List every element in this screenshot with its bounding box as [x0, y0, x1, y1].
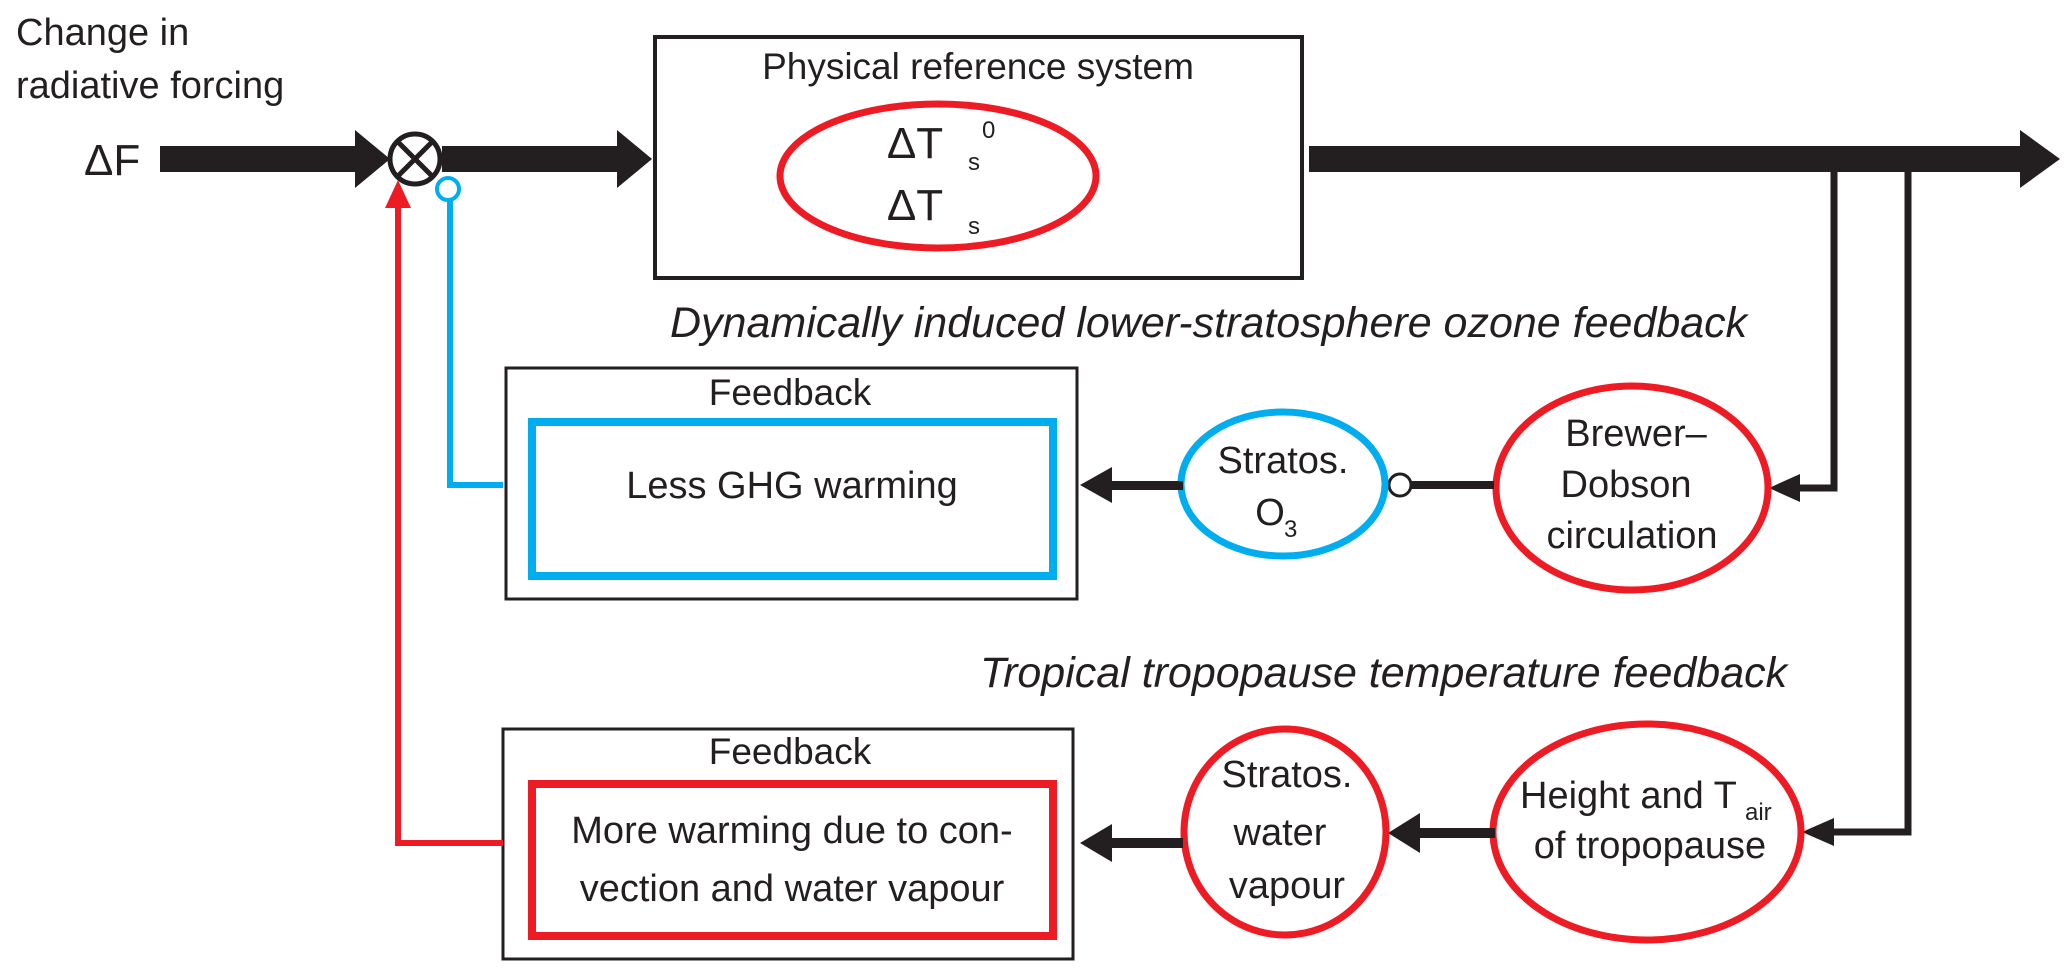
ozone-loop-label: Dynamically induced lower-stratosphere o… — [670, 299, 1750, 347]
ozone-to-feedback-arrowhead — [1080, 467, 1112, 503]
tropopause-branch-arrowhead — [1802, 818, 1834, 846]
stratospheric-ozone-line2: O — [1255, 492, 1285, 534]
summing-junction-icon — [387, 131, 443, 187]
ozone-feedback-box — [504, 366, 1079, 601]
brewer-dobson-line3: circulation — [1546, 515, 1717, 557]
stratospheric-ozone-line1: Stratos. — [1218, 440, 1349, 482]
tropopause-branch-line — [1834, 172, 1912, 836]
vapour-to-feedback-arrowhead — [1080, 824, 1112, 862]
tropopause-to-vapour-arrowhead — [1388, 813, 1420, 853]
brewer-dobson-node — [1492, 382, 1772, 594]
more-warming-line1: More warming due to con- — [571, 810, 1012, 852]
input-caption-line2: radiative forcing — [16, 65, 284, 107]
water-vapour-line3: vapour — [1229, 865, 1346, 907]
negative-link-icon — [1387, 472, 1413, 498]
tropopause-subscript: air — [1745, 799, 1772, 826]
delta-ts-symbol: ΔT — [887, 181, 943, 230]
water-vapour-node — [1180, 725, 1390, 939]
tropopause-to-vapour-line — [1415, 828, 1495, 838]
ozone-feedback-title: Feedback — [709, 372, 872, 413]
tropopause-loop-label: Tropical tropopause temperature feedback — [980, 649, 1790, 697]
ozone-branch-line — [1800, 172, 1838, 492]
negative-feedback-terminal-icon — [435, 176, 461, 202]
to-reference-arrow — [442, 130, 652, 188]
delta-ts0-symbol: ΔT — [887, 119, 943, 168]
surface-temperature-node — [776, 100, 1100, 252]
ozone-branch-arrowhead — [1769, 474, 1800, 502]
delta-ts-subscript: s — [968, 213, 980, 240]
delta-f-symbol: ΔF — [84, 136, 140, 185]
delta-ts0-subscript: s — [968, 149, 980, 176]
tropopause-line2: of tropopause — [1534, 825, 1766, 867]
more-warming-line2: vection and water vapour — [580, 868, 1005, 910]
delta-ts0-superscript: 0 — [982, 117, 995, 144]
input-caption-line1: Change in — [16, 12, 189, 54]
tropopause-line1: Height and T — [1520, 775, 1737, 817]
more-warming-box — [528, 780, 1057, 940]
reference-system-box — [653, 35, 1304, 280]
less-ghg-warming-box — [528, 418, 1057, 580]
positive-feedback-arrowhead — [385, 180, 411, 208]
input-arrow — [160, 130, 390, 188]
stratospheric-ozone-node — [1177, 408, 1389, 560]
vapour-to-feedback-line — [1110, 838, 1183, 848]
brewer-dobson-line2: Dobson — [1561, 464, 1692, 506]
less-ghg-warming-text: Less GHG warming — [626, 465, 958, 507]
water-vapour-line2: water — [1233, 812, 1327, 854]
tropopause-feedback-title: Feedback — [709, 731, 872, 772]
ozone-to-feedback-line — [1110, 481, 1183, 490]
brewer-dobson-line1: Brewer– — [1565, 413, 1707, 455]
water-vapour-line1: Stratos. — [1222, 754, 1353, 796]
output-arrow — [1309, 130, 2060, 188]
positive-feedback-return-line — [395, 205, 503, 846]
negative-feedback-return-line — [447, 200, 503, 488]
stratospheric-ozone-subscript: 3 — [1284, 516, 1297, 543]
reference-system-title: Physical reference system — [762, 46, 1194, 87]
